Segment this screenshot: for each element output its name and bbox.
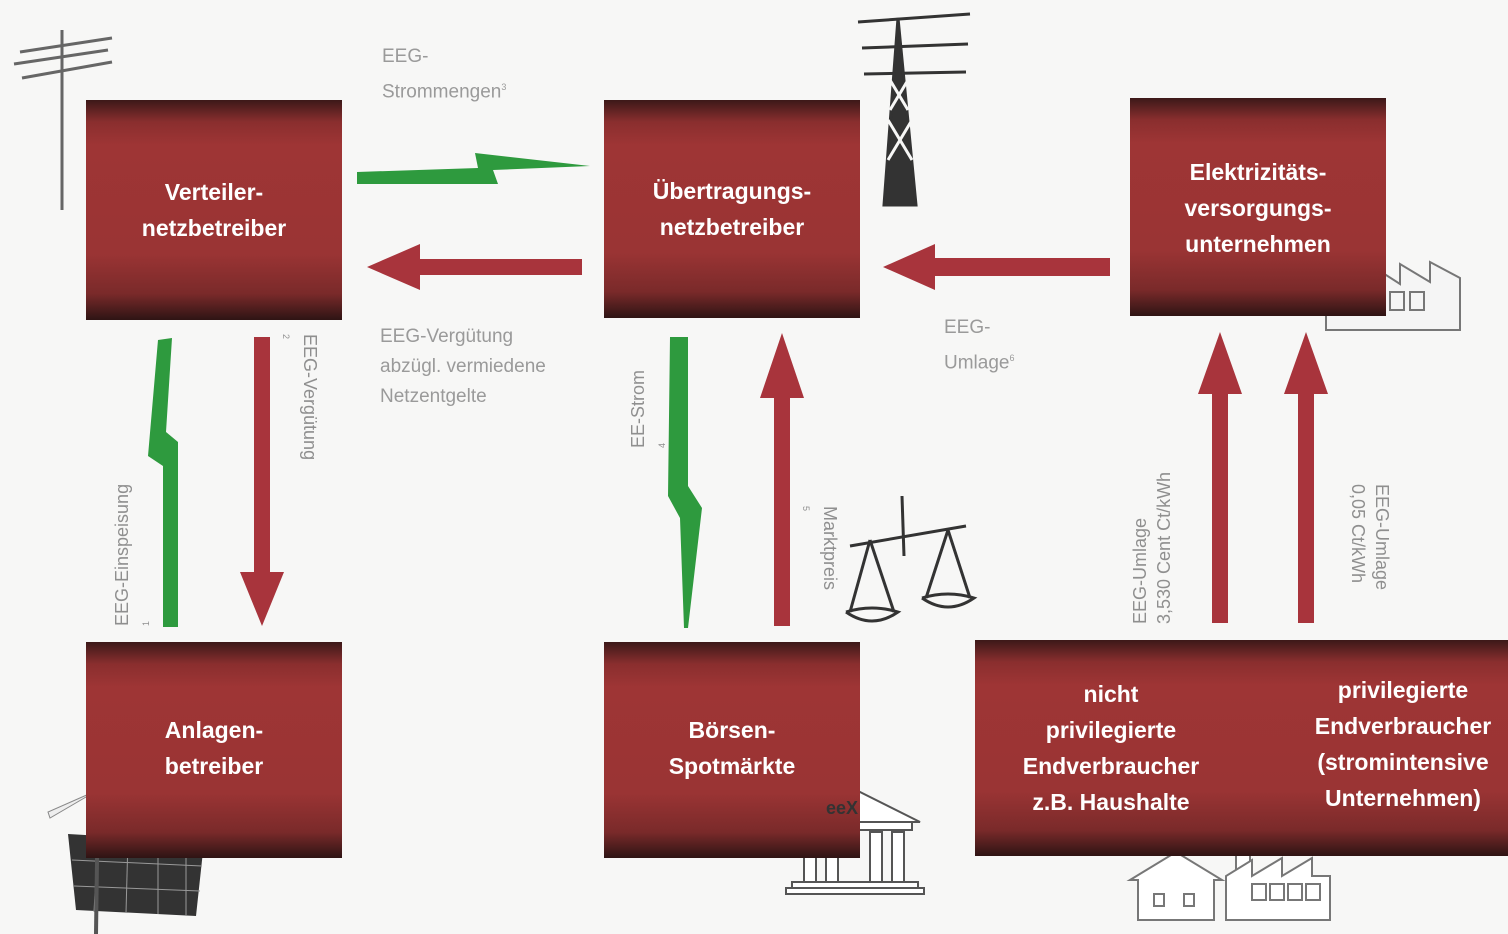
footnote-mark: 3 [501,82,507,92]
label-line: Umlage [944,352,1010,374]
box-anlagenbetreiber: Anlagen-betreiber [86,642,342,858]
label-line: 3,530 Cent Ct/kWh [1154,471,1174,624]
label-eeg-strommengen: EEG- Strommengen3 [382,42,506,107]
green-flow-strommengen [357,153,590,184]
footnote-mark: 6 [1009,353,1015,363]
green-flow-ee-strom [668,337,702,628]
label-line: Strommengen [382,81,502,103]
footnote-mark: 5 [801,506,811,512]
red-arrow-verguetung [240,337,284,626]
box-text: Verteiler- [164,179,264,205]
label-eeg-einspeisung: EEG-Einspeisung 1 [110,484,162,626]
box-text: Unternehmen) [1325,785,1481,811]
label-line: EEG-Vergütung [380,326,514,347]
box-text: (stromintensive [1317,749,1489,775]
footnote-mark: 2 [281,334,291,340]
box-text: Elektrizitäts- [1189,159,1327,185]
label-line: EEG-Einspeisung [112,483,132,626]
label-line: EEG-Vergütung [300,334,320,461]
red-arrow-umlage-top [883,244,1110,290]
label-line: Marktpreis [820,506,840,591]
label-line: EEG- [944,317,991,338]
label-ee-strom: EE-Strom 4 [626,370,678,448]
box-text: Endverbraucher [1022,753,1200,779]
box-text: privilegierte [1045,717,1177,743]
scale-icon [845,495,978,623]
box-text: betreiber [164,753,264,779]
footnote-mark: 4 [657,442,667,448]
box-text: privilegierte [1337,677,1469,703]
label-line: EE-Strom [628,369,648,448]
footnote-mark: 1 [141,620,151,626]
label-eeg-verguetung-abzgl: EEG-Vergütung abzügl. vermiedene Netzent… [380,322,546,412]
transmission-tower-icon [857,12,971,207]
box-text: Börsen- [688,717,776,743]
label-eeg-verguetung: EEG-Vergütung 2 [270,334,322,460]
label-line: Netzentgelte [380,386,487,407]
label-line: EEG-Umlage [1130,517,1150,624]
box-text: z.B. Haushalte [1032,789,1190,815]
label-line: EEG-Umlage [1372,484,1392,591]
label-eeg-umlage-priv: EEG-Umlage 0,05 Ct/kWh [1346,484,1394,590]
red-arrow-umlage-nicht-priv [1198,332,1242,623]
box-text: unternehmen [1185,231,1331,257]
label-eeg-umlage-nicht-priv: EEG-Umlage 3,530 Cent Ct/kWh [1128,472,1176,624]
green-flow-einspeisung [148,338,178,627]
box-verteilernetzbetreiber: Verteiler-netzbetreiber [86,100,342,320]
box-uebertragungsnetzbetreiber: Übertragungs-netzbetreiber [604,100,860,318]
box-text: netzbetreiber [141,215,287,241]
label-line: EEG- [382,46,429,67]
eex-logo: eeX [826,798,858,819]
utility-pole-icon [13,30,113,210]
label-line: 0,05 Ct/kWh [1348,484,1368,584]
box-text: netzbetreiber [659,214,805,240]
box-text: nicht [1083,681,1139,707]
label-eeg-umlage-top: EEG- Umlage6 [944,313,1015,378]
box-text: Übertragungs- [652,178,812,204]
box-boersen-spotmaerkte: Börsen- Spotmärkte [604,642,860,858]
label-marktpreis: Marktpreis 5 [790,506,842,590]
box-text: Endverbraucher [1314,713,1492,739]
red-arrow-umlage-priv [1284,332,1328,623]
box-elektrizitaetsversorgungsunternehmen: Elektrizitäts-versorgungs-unternehmen [1130,98,1386,316]
box-text: Spotmärkte [668,753,796,779]
box-text: Anlagen- [164,717,264,743]
red-arrow-verguetung-abzgl [367,244,582,290]
red-arrow-marktpreis [760,333,804,626]
eex-logo-text: eeX [826,798,859,818]
label-line: abzügl. vermiedene [380,356,546,377]
box-text: versorgungs- [1184,195,1332,221]
